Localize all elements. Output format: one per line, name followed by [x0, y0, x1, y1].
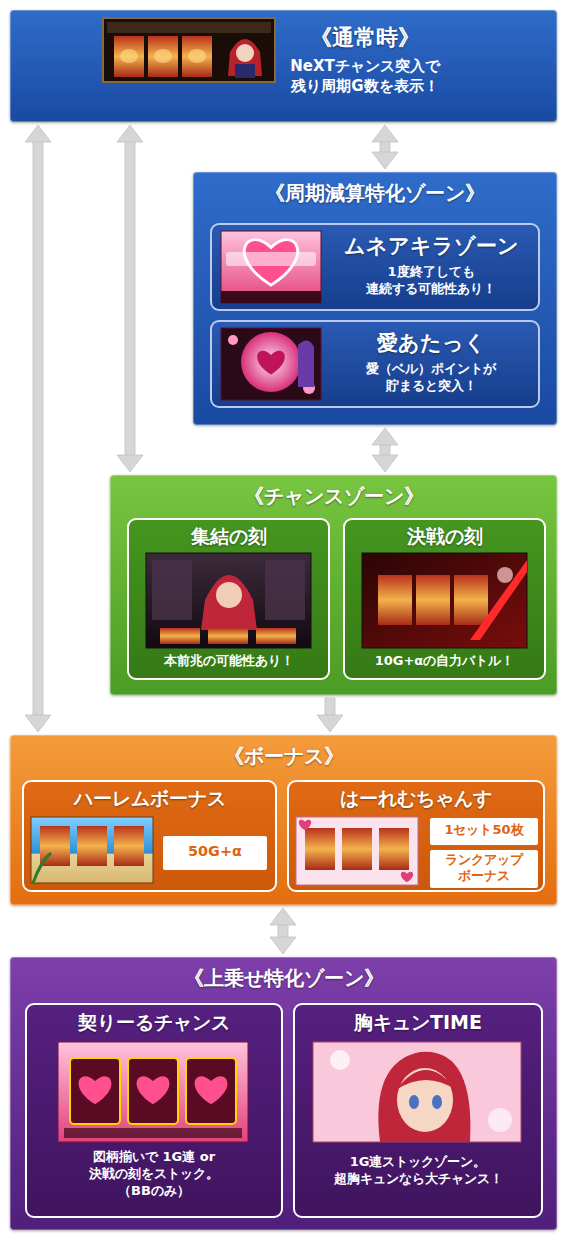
arrow-shaft	[125, 140, 135, 457]
text-slot: ランクアップ ボーナス	[432, 852, 536, 883]
text-slot: 《ボーナス》	[10, 744, 557, 770]
node-heading: ハーレムボーナス	[24, 786, 275, 811]
node-heading: 愛あたっく	[326, 330, 536, 357]
double-arrow	[372, 428, 398, 472]
text-slot: 契りーるチャンス	[27, 1010, 281, 1035]
arrow-shaft	[325, 698, 335, 717]
node-body: 10G+αの自力バトル！	[345, 653, 544, 670]
node-body: 1度終了しても 連続する可能性あり！	[351, 264, 511, 298]
arrow-head	[117, 125, 143, 142]
text-slot: 《上乗せ特化ゾーン》	[10, 966, 557, 992]
text-slot: 1度終了しても 連続する可能性あり！	[351, 264, 511, 298]
node-heading: 集結の刻	[129, 524, 328, 549]
arrow-head	[317, 715, 343, 732]
double-arrow	[25, 125, 51, 732]
screenshot-chigiriiru	[58, 1042, 248, 1142]
text-slot: 愛あたっく	[326, 330, 536, 357]
screenshot-muneakira	[221, 231, 321, 303]
bonus-box: はーれむちゃんす 1セット50枚ランクアップ ボーナス	[287, 780, 545, 892]
screenshot-harem-bonus	[31, 817, 153, 883]
node-heading: 《通常時》	[275, 24, 455, 53]
zone-box: 集結の刻本前兆の可能性あり！	[127, 518, 330, 680]
text-slot: 《通常時》	[275, 24, 455, 53]
arrow-head	[117, 455, 143, 472]
arrow-head	[372, 428, 398, 445]
text-slot: 《チャンスゾーン》	[110, 484, 557, 510]
tag-box: ランクアップ ボーナス	[430, 850, 538, 888]
tag-box: 50G+α	[163, 836, 267, 870]
bonus-box: ハーレムボーナス 50G+α	[22, 780, 277, 892]
node-heading: 《上乗せ特化ゾーン》	[10, 966, 557, 992]
section-band: 《周期減算特化ゾーン》ムネアキラゾーン 1度終了しても 連続する可能性あり！ 愛あた…	[193, 172, 557, 425]
node-body: 愛（ベル）ポイントが 貯まると突入！	[351, 361, 511, 395]
zone-box: 胸キュンTIME 1G連ストックゾーン。 超胸キュンなら大チャンス！	[293, 1003, 543, 1218]
text-slot: 1G連ストックゾーン。 超胸キュンなら大チャンス！	[303, 1154, 533, 1188]
arrow-head	[372, 125, 398, 142]
tag-text: 1セット50枚	[432, 822, 536, 839]
zone-box: 愛あたっく愛（ベル）ポイントが 貯まると突入！	[210, 320, 540, 408]
screenshot-shuketsu	[146, 553, 311, 648]
tag-text: ランクアップ ボーナス	[432, 852, 536, 883]
text-slot: ムネアキラゾーン	[326, 233, 536, 260]
zone-box: 契りーるチャンス図柄揃いで 1G連 or 決戦の刻をストック。 （BBのみ）	[25, 1003, 283, 1218]
arrow-head	[372, 152, 398, 169]
screenshot-ai-attack	[221, 328, 321, 400]
node-heading: 契りーるチャンス	[27, 1010, 281, 1035]
screenshot-kessen	[362, 553, 527, 648]
arrow-head	[270, 937, 296, 954]
arrow-head	[25, 125, 51, 142]
node-body: 1G連ストックゾーン。 超胸キュンなら大チャンス！	[303, 1154, 533, 1188]
arrow	[317, 698, 343, 732]
section-band: 《ボーナス》ハーレムボーナス 50G+α はーれむちゃんす 1セット50枚ランクアップ…	[10, 735, 557, 905]
screenshot-normal	[103, 18, 275, 82]
text-slot: 胸キュンTIME	[295, 1010, 541, 1035]
text-slot: 図柄揃いで 1G連 or 決戦の刻をストック。 （BBのみ）	[69, 1149, 239, 1200]
node-heading: ムネアキラゾーン	[326, 233, 536, 260]
node-heading: 《ボーナス》	[10, 744, 557, 770]
arrow-shaft	[278, 923, 288, 939]
text-slot: 決戦の刻	[345, 524, 544, 549]
node-heading: 《チャンスゾーン》	[110, 484, 557, 510]
node-body: 本前兆の可能性あり！	[129, 653, 328, 670]
arrow-head	[270, 908, 296, 925]
text-slot: はーれむちゃんす	[289, 786, 543, 811]
arrow-shaft	[33, 140, 43, 717]
node-heading: 《周期減算特化ゾーン》	[193, 181, 557, 207]
section-band: 《通常時》 NeXTチャンス突入で 残り周期G数を表示！	[10, 10, 557, 122]
screenshot-harem-chance	[296, 817, 418, 885]
screenshot-munekyun	[313, 1042, 521, 1142]
double-arrow	[270, 908, 296, 954]
node-body: 図柄揃いで 1G連 or 決戦の刻をストック。 （BBのみ）	[69, 1149, 239, 1200]
node-heading: 胸キュンTIME	[295, 1010, 541, 1035]
section-band: 《上乗せ特化ゾーン》契りーるチャンス図柄揃いで 1G連 or 決戦の刻をストック…	[10, 957, 557, 1230]
arrow-head	[25, 715, 51, 732]
text-slot: 《周期減算特化ゾーン》	[193, 181, 557, 207]
tag-text: 50G+α	[163, 842, 267, 861]
text-slot: 50G+α	[163, 842, 267, 861]
text-slot: 本前兆の可能性あり！	[129, 653, 328, 670]
arrow-shaft	[380, 140, 390, 154]
node-body: NeXTチャンス突入で 残り周期G数を表示！	[275, 57, 455, 96]
section-band: 《チャンスゾーン》集結の刻本前兆の可能性あり！ 決戦の刻 10G+αの自力バトル！	[110, 475, 557, 695]
tag-box: 1セット50枚	[430, 818, 538, 845]
arrow-head	[372, 455, 398, 472]
arrow-shaft	[380, 443, 390, 457]
text-slot: NeXTチャンス突入で 残り周期G数を表示！	[275, 57, 455, 96]
zone-box: 決戦の刻 10G+αの自力バトル！	[343, 518, 546, 680]
text-slot: ハーレムボーナス	[24, 786, 275, 811]
text-slot: 10G+αの自力バトル！	[345, 653, 544, 670]
double-arrow	[117, 125, 143, 472]
text-slot: 1セット50枚	[432, 822, 536, 839]
double-arrow	[372, 125, 398, 169]
node-heading: 決戦の刻	[345, 524, 544, 549]
node-heading: はーれむちゃんす	[289, 786, 543, 811]
text-slot: 集結の刻	[129, 524, 328, 549]
text-slot: 愛（ベル）ポイントが 貯まると突入！	[351, 361, 511, 395]
zone-box: ムネアキラゾーン 1度終了しても 連続する可能性あり！	[210, 223, 540, 311]
